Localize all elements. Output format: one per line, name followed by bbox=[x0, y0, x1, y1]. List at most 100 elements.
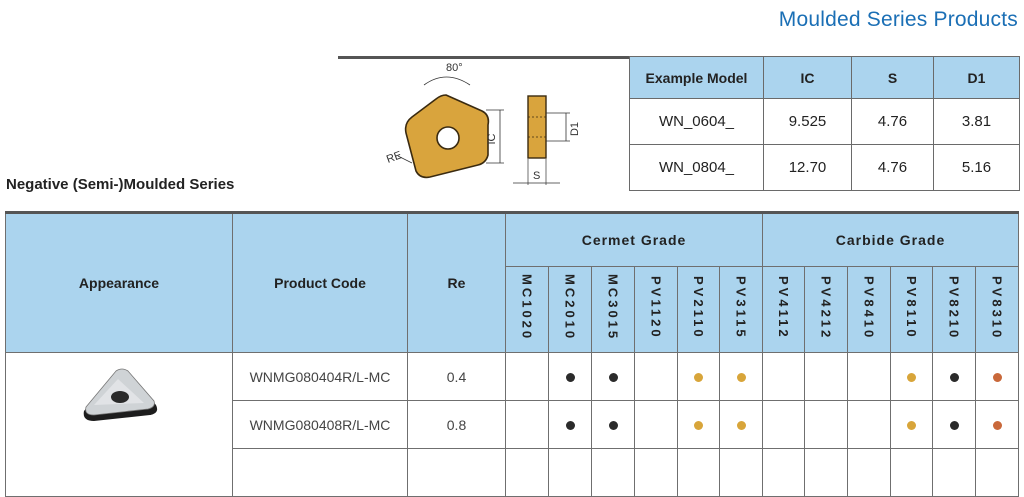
insert-dimension-diagram: 80° IC RE D1 S bbox=[385, 62, 581, 185]
availability-dot bbox=[608, 421, 618, 431]
group-header-row: Appearance Product Code Re Cermet Grade … bbox=[5, 212, 1019, 353]
d1-cell: 3.81 bbox=[933, 98, 1020, 145]
grade-header-row: MC1020 MC2010 MC3015 PV1120 PV2110 PV311… bbox=[6, 266, 1019, 353]
grade-label: PV8210 bbox=[946, 275, 962, 341]
availability-dot bbox=[608, 373, 618, 383]
grade-availability-cell bbox=[762, 400, 805, 449]
appearance-cell bbox=[5, 352, 233, 497]
table-row: WNMG080404R/L-MC 0.4 bbox=[5, 352, 1019, 497]
re-label: RE bbox=[385, 149, 403, 166]
empty-cell bbox=[762, 448, 805, 497]
s-cell: 4.76 bbox=[851, 98, 934, 145]
grade-header: PV8110 bbox=[890, 266, 933, 353]
grade-availability-cell bbox=[591, 352, 635, 401]
empty-cell bbox=[548, 448, 592, 497]
grade-header: MC1020 bbox=[505, 266, 549, 353]
grade-availability-cell bbox=[762, 352, 805, 401]
grade-label: PV8110 bbox=[904, 276, 919, 340]
availability-dot bbox=[565, 421, 575, 431]
empty-cell bbox=[719, 448, 763, 497]
grade-availability-cell bbox=[634, 400, 678, 449]
ic-label: IC bbox=[486, 133, 498, 144]
header-carbide-grade: Carbide Grade bbox=[762, 212, 1019, 267]
product-code-cell: WNMG080408R/L-MC bbox=[232, 400, 408, 449]
grade-availability-cell bbox=[505, 352, 549, 401]
grade-availability-cell bbox=[677, 400, 720, 449]
insert-side-view bbox=[527, 95, 547, 159]
availability-dot bbox=[992, 373, 1002, 383]
angle-label: 80° bbox=[446, 62, 463, 74]
grade-availability-cell bbox=[975, 352, 1019, 401]
availability-dot bbox=[907, 421, 916, 431]
grade-availability-cell bbox=[804, 400, 848, 449]
header-re: Re bbox=[407, 212, 506, 353]
grade-label: PV3115 bbox=[733, 276, 749, 340]
availability-dot bbox=[694, 421, 703, 431]
empty-cell bbox=[232, 448, 408, 497]
s-cell: 4.76 bbox=[851, 144, 934, 191]
grade-header: PV8210 bbox=[932, 266, 976, 353]
ic-cell: 12.70 bbox=[763, 144, 852, 191]
grade-availability-cell bbox=[719, 400, 763, 449]
grade-availability-cell bbox=[505, 400, 549, 449]
empty-cell bbox=[677, 448, 720, 497]
grade-header: PV8410 bbox=[847, 266, 891, 353]
grade-header: PV4112 bbox=[762, 266, 805, 353]
ic-cell: 9.525 bbox=[763, 98, 852, 145]
grade-label: PV4212 bbox=[818, 275, 834, 341]
grade-availability-cell bbox=[548, 400, 592, 449]
empty-cell bbox=[932, 448, 976, 497]
availability-dot bbox=[992, 421, 1002, 431]
availability-dot bbox=[907, 373, 916, 383]
availability-dot bbox=[949, 421, 959, 431]
table-row: WN_0804_ 12.70 4.76 5.16 bbox=[629, 144, 1020, 191]
grade-label: MC3015 bbox=[605, 274, 621, 342]
header-ic: IC bbox=[763, 56, 852, 99]
grade-header: PV3115 bbox=[719, 266, 763, 353]
empty-cell bbox=[890, 448, 933, 497]
insert-image-icon bbox=[83, 368, 158, 421]
grade-availability-cell bbox=[634, 352, 678, 401]
s-label: S bbox=[533, 170, 540, 182]
d1-label: D1 bbox=[569, 122, 581, 136]
header-s: S bbox=[851, 56, 934, 99]
grade-header: PV8310 bbox=[975, 266, 1019, 353]
insert-diagram: 80° IC RE D1 S bbox=[338, 56, 630, 190]
grade-availability-cell bbox=[591, 400, 635, 449]
header-product-code: Product Code bbox=[232, 212, 408, 353]
example-model-cell: WN_0804_ bbox=[629, 144, 764, 191]
header-d1: D1 bbox=[933, 56, 1020, 99]
grade-availability-cell bbox=[677, 352, 720, 401]
example-model-table: Example Model IC S D1 WN_0604_ 9.525 4.7… bbox=[629, 56, 1020, 191]
availability-dot bbox=[694, 373, 703, 383]
grade-availability-cell bbox=[932, 400, 976, 449]
empty-cell bbox=[591, 448, 635, 497]
grade-header: PV4212 bbox=[804, 266, 848, 353]
grade-availability-cell bbox=[932, 352, 976, 401]
grade-label: PV4112 bbox=[776, 276, 791, 340]
grade-availability-cell bbox=[890, 352, 933, 401]
example-header-row: Example Model IC S D1 bbox=[629, 56, 1020, 99]
re-cell: 0.4 bbox=[407, 352, 506, 401]
grade-header: PV1120 bbox=[634, 266, 678, 353]
availability-dot bbox=[949, 373, 959, 383]
table-row: WN_0604_ 9.525 4.76 3.81 bbox=[629, 98, 1020, 145]
grade-availability-cell bbox=[890, 400, 933, 449]
product-code-cell: WNMG080404R/L-MC bbox=[232, 352, 408, 401]
header-example-model: Example Model bbox=[629, 56, 764, 99]
page-title: Moulded Series Products bbox=[778, 8, 1018, 31]
grade-availability-cell bbox=[804, 352, 848, 401]
grade-label: MC1020 bbox=[519, 274, 535, 342]
section-title: Negative (Semi-)Moulded Series bbox=[6, 176, 235, 193]
grade-label: PV8310 bbox=[989, 275, 1005, 341]
table-row: WNMG080408R/L-MC 0.8 bbox=[6, 400, 1019, 449]
grade-label: PV1120 bbox=[648, 276, 664, 340]
re-cell: 0.8 bbox=[407, 400, 506, 449]
grade-availability-cell bbox=[975, 400, 1019, 449]
availability-dot bbox=[736, 421, 746, 431]
grade-availability-cell bbox=[548, 352, 592, 401]
grade-header: MC3015 bbox=[591, 266, 635, 353]
availability-dot bbox=[565, 373, 575, 383]
d1-cell: 5.16 bbox=[933, 144, 1020, 191]
empty-cell bbox=[407, 448, 506, 497]
